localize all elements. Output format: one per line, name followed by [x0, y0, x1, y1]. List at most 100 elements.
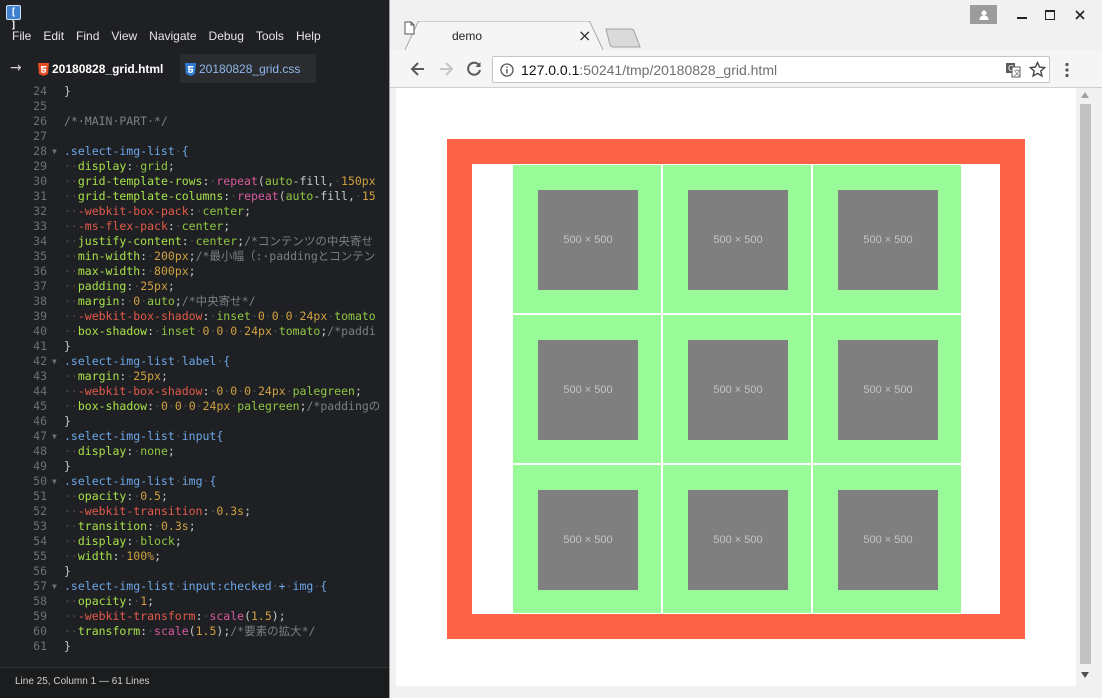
kebab-menu-icon[interactable] — [1064, 62, 1070, 78]
image-label-cell[interactable]: 500 × 500 — [513, 165, 661, 313]
code-line[interactable]: 61} — [0, 639, 389, 654]
code-line[interactable]: 55··width:·100%; — [0, 549, 389, 564]
tab-close-icon[interactable]: × — [578, 26, 592, 45]
minimize-button[interactable] — [1008, 5, 1035, 24]
fold-toggle-icon[interactable]: ▼ — [52, 432, 57, 441]
code-line[interactable]: 51··opacity:·0.5; — [0, 489, 389, 504]
placeholder-image[interactable]: 500 × 500 — [838, 340, 938, 440]
code-line[interactable]: 38··margin:·0·auto;/*中央寄せ*/ — [0, 294, 389, 309]
code-line[interactable]: 31··grid-template-columns:·repeat(auto-f… — [0, 189, 389, 204]
code-line[interactable]: 53··transition:·0.3s; — [0, 519, 389, 534]
code-line[interactable]: 36··max-width:·800px; — [0, 264, 389, 279]
menu-edit[interactable]: Edit — [43, 29, 65, 43]
code-line[interactable]: 49} — [0, 459, 389, 474]
placeholder-image[interactable]: 500 × 500 — [538, 490, 638, 590]
placeholder-image[interactable]: 500 × 500 — [688, 190, 788, 290]
image-label-cell[interactable]: 500 × 500 — [813, 465, 961, 613]
reload-icon[interactable] — [464, 59, 484, 79]
code-line[interactable]: 47▼.select-img-list·input{ — [0, 429, 389, 444]
forward-arrow-icon[interactable] — [436, 59, 456, 79]
code-line[interactable]: 60··transform:·scale(1.5);/*要素の拡大*/ — [0, 624, 389, 639]
code-line[interactable]: 59··-webkit-transform:·scale(1.5); — [0, 609, 389, 624]
menu-debug[interactable]: Debug — [208, 29, 244, 43]
editor-menubar: File Edit Find View Navigate Debug Tools… — [0, 25, 327, 47]
back-arrow-icon[interactable] — [408, 59, 428, 79]
bookmark-star-icon[interactable] — [1029, 61, 1046, 78]
code-line[interactable]: 46} — [0, 414, 389, 429]
code-line[interactable]: 39··-webkit-box-shadow:·inset·0·0·0·24px… — [0, 309, 389, 324]
menu-view[interactable]: View — [111, 29, 138, 43]
code-line[interactable]: 57▼.select-img-list·input:checked·+·img·… — [0, 579, 389, 594]
code-line[interactable]: 58··opacity:·1; — [0, 594, 389, 609]
code-line[interactable]: 26/*·MAIN·PART·*/ — [0, 114, 389, 129]
image-label-cell[interactable]: 500 × 500 — [513, 315, 661, 463]
menu-tools[interactable]: Tools — [255, 29, 284, 43]
code-line[interactable]: 33··-ms-flex-pack:·center; — [0, 219, 389, 234]
code-line[interactable]: 35··min-width:·200px;/*最小幅（:·paddingとコンテ… — [0, 249, 389, 264]
placeholder-image[interactable]: 500 × 500 — [538, 340, 638, 440]
tab-css-file[interactable]: 20180828_grid.css — [180, 54, 316, 84]
code-line[interactable]: 24} — [0, 84, 389, 99]
tab-html-file[interactable]: 20180828_grid.html — [38, 54, 178, 84]
line-number: 26 — [33, 114, 47, 128]
code-line[interactable]: 29··display:·grid; — [0, 159, 389, 174]
menu-navigate[interactable]: Navigate — [149, 29, 197, 43]
select-img-list: 500 × 500 500 × 500 500 × 500 500 × 500 500 … — [447, 139, 1025, 639]
menu-file[interactable]: File — [12, 29, 32, 43]
code-line[interactable]: 27 — [0, 129, 389, 144]
menu-find[interactable]: Find — [76, 29, 100, 43]
image-label-cell[interactable]: 500 × 500 — [813, 315, 961, 463]
image-label-cell[interactable]: 500 × 500 — [813, 165, 961, 313]
image-label-cell[interactable]: 500 × 500 — [513, 465, 661, 613]
code-line[interactable]: 41} — [0, 339, 389, 354]
fold-toggle-icon[interactable]: ▼ — [52, 357, 57, 366]
code-line[interactable]: 43··margin:·25px; — [0, 369, 389, 384]
scrollbar-thumb[interactable] — [1080, 104, 1091, 664]
fold-toggle-icon[interactable]: ▼ — [52, 582, 57, 591]
browser-tab-demo[interactable]: demo × — [404, 21, 604, 52]
working-files-arrow-icon[interactable]: → — [10, 60, 22, 76]
code-line[interactable]: 48··display:·none; — [0, 444, 389, 459]
code-text: ··-webkit-transform:·scale(1.5); — [64, 609, 286, 623]
code-line[interactable]: 37··padding:·25px; — [0, 279, 389, 294]
new-tab-button[interactable] — [605, 28, 641, 48]
editor-tabbar: → 20180828_grid.html 20180828_grid.css — [0, 54, 389, 84]
code-text: ··grid-template-rows:·repeat(auto-fill,·… — [64, 174, 376, 188]
placeholder-image[interactable]: 500 × 500 — [688, 340, 788, 440]
code-line[interactable]: 25 — [0, 99, 389, 114]
code-line[interactable]: 40··box-shadow:·inset·0·0·0·24px·tomato;… — [0, 324, 389, 339]
address-bar[interactable]: 127.0.0.1:50241/tmp/20180828_grid.html G… — [492, 56, 1050, 83]
image-label-cell[interactable]: 500 × 500 — [663, 465, 811, 613]
fold-toggle-icon[interactable]: ▼ — [52, 147, 57, 156]
code-line[interactable]: 54··display:·block; — [0, 534, 389, 549]
code-line[interactable]: 42▼.select-img-list·label·{ — [0, 354, 389, 369]
placeholder-image[interactable]: 500 × 500 — [538, 190, 638, 290]
placeholder-image[interactable]: 500 × 500 — [838, 190, 938, 290]
code-line[interactable]: 44··-webkit-box-shadow:·0·0·0·24px·paleg… — [0, 384, 389, 399]
code-line[interactable]: 56} — [0, 564, 389, 579]
placeholder-image[interactable]: 500 × 500 — [688, 490, 788, 590]
scroll-down-icon[interactable] — [1081, 672, 1089, 678]
profile-button[interactable] — [970, 5, 997, 24]
image-label-cell[interactable]: 500 × 500 — [663, 165, 811, 313]
close-window-button[interactable] — [1066, 5, 1093, 24]
fold-toggle-icon[interactable]: ▼ — [52, 477, 57, 486]
vertical-scrollbar[interactable] — [1076, 88, 1094, 686]
image-label-cell[interactable]: 500 × 500 — [663, 315, 811, 463]
code-text: } — [64, 339, 71, 353]
code-line[interactable]: 28▼.select-img-list·{ — [0, 144, 389, 159]
scroll-up-icon[interactable] — [1081, 92, 1089, 98]
code-line[interactable]: 34··justify-content:·center;/*コンテンツの中央寄せ — [0, 234, 389, 249]
info-icon[interactable] — [500, 63, 514, 77]
placeholder-image[interactable]: 500 × 500 — [838, 490, 938, 590]
code-line[interactable]: 50▼.select-img-list·img·{ — [0, 474, 389, 489]
menu-help[interactable]: Help — [295, 29, 321, 43]
code-line[interactable]: 45··box-shadow:·0·0·0·24px·palegreen;/*p… — [0, 399, 389, 414]
code-line[interactable]: 32··-webkit-box-pack:·center; — [0, 204, 389, 219]
maximize-button[interactable] — [1036, 5, 1063, 24]
code-line[interactable]: 52··-webkit-transition:·0.3s; — [0, 504, 389, 519]
code-line[interactable]: 30··grid-template-rows:·repeat(auto-fill… — [0, 174, 389, 189]
browser-toolbar: 127.0.0.1:50241/tmp/20180828_grid.html G… — [390, 50, 1102, 88]
